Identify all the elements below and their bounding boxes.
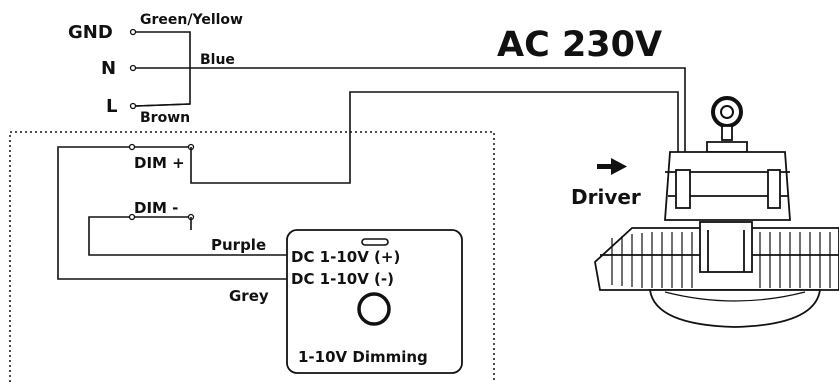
dimmer-minus-label: DC 1-10V (-) bbox=[291, 270, 394, 288]
mains-terminal-block: GND N L Green/Yellow Blue Brown bbox=[68, 12, 243, 126]
dim-plus-terminal-left bbox=[128, 143, 136, 151]
gnd-terminal bbox=[129, 28, 137, 36]
dimmer-knob bbox=[357, 292, 391, 326]
gnd-label: GND bbox=[68, 22, 113, 43]
l-terminal bbox=[129, 102, 137, 110]
dim-plus-label: DIM + bbox=[134, 154, 185, 172]
dim-minus-label: DIM - bbox=[134, 199, 178, 217]
dimmer-title: 1-10V Dimming bbox=[298, 348, 428, 366]
arrow-right-icon bbox=[597, 158, 627, 175]
dim-minus-to-dimmer-wire bbox=[88, 216, 287, 256]
green-yellow-wire-label: Green/Yellow bbox=[140, 12, 243, 28]
dimmer-plus-label: DC 1-10V (+) bbox=[291, 248, 400, 266]
dimming-enclosure-border bbox=[9, 131, 495, 382]
dimmer-slot bbox=[361, 238, 389, 246]
ac-supply-title: AC 230V bbox=[497, 25, 662, 65]
n-terminal bbox=[129, 64, 137, 72]
dimmer-module: DC 1-10V (+) DC 1-10V (-) 1-10V Dimming bbox=[286, 229, 463, 374]
purple-wire-label: Purple bbox=[211, 236, 266, 254]
dim-plus-to-driver-wire bbox=[190, 91, 679, 184]
grey-wire-label: Grey bbox=[229, 287, 269, 305]
n-label: N bbox=[101, 58, 116, 79]
dim-plus-to-dimmer-wire bbox=[57, 146, 287, 280]
high-bay-light-icon bbox=[594, 96, 839, 328]
l-label: L bbox=[106, 96, 117, 117]
blue-wire bbox=[136, 67, 686, 170]
brown-wire bbox=[135, 103, 191, 107]
blue-wire-label: Blue bbox=[200, 52, 235, 68]
gnd-wire bbox=[135, 31, 191, 107]
brown-wire-label: Brown bbox=[140, 110, 190, 126]
driver-label: Driver bbox=[571, 185, 641, 209]
